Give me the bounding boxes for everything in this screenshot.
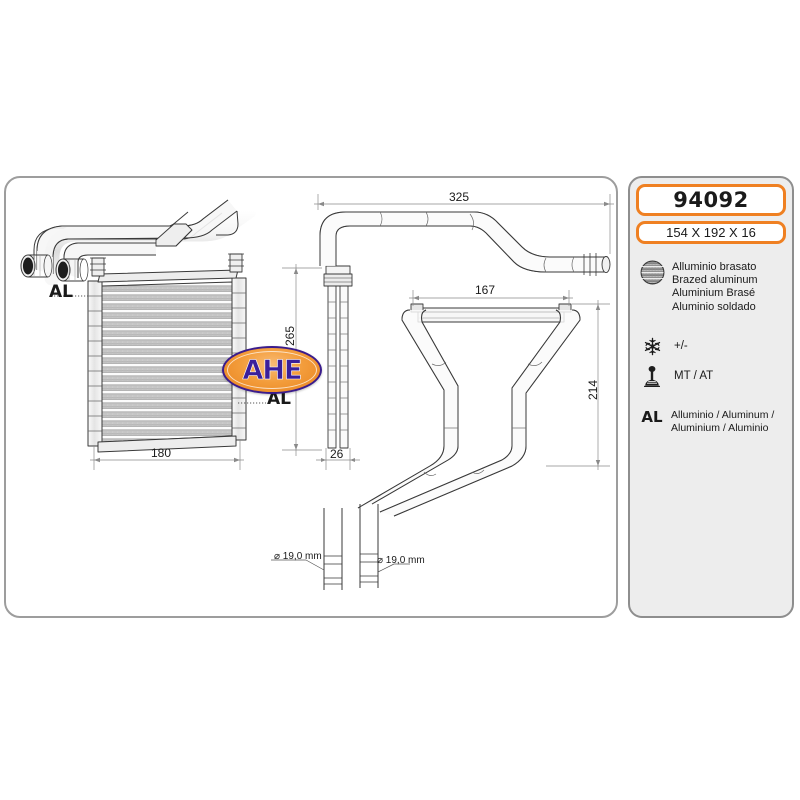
material-code-row: AL Alluminio / Aluminum / Aluminium / Al… [630, 409, 792, 435]
dimension-overall-width: 325 [449, 190, 470, 204]
material-code-line-2: Aluminium / Aluminio [671, 421, 769, 434]
air-conditioning-spec-row: +/- [630, 337, 792, 356]
technical-drawing [20, 194, 614, 590]
material-text-block: Alluminio brasato Brazed aluminum Alumin… [665, 260, 758, 314]
brazed-core-icon [639, 260, 665, 285]
part-number-value: 94092 [673, 188, 749, 212]
material-code-text-block: Alluminio / Aluminum / Aluminium / Alumi… [665, 409, 774, 435]
dimensions-value: 154 X 192 X 16 [666, 225, 756, 240]
ahe-logo: AHE [222, 346, 322, 394]
dimension-core-height: 265 [283, 325, 297, 346]
spec-panel: 94092 154 X 192 X 16 Alluminio brasato B… [628, 176, 794, 618]
transmission-value: MT / AT [674, 370, 714, 383]
drawing-panel: AL AL 180 325 265 214 167 26 ⌀ 19,0 mm ⌀… [4, 176, 618, 618]
dimension-tank-spacing: 167 [475, 283, 496, 297]
logo-inner-ring [227, 351, 317, 389]
snowflake-icon [639, 337, 665, 356]
material-code-line-1: Alluminio / Aluminum / [671, 408, 775, 421]
material-line-en: Brazed aluminum [672, 274, 758, 287]
part-number-box: 94092 [636, 184, 786, 216]
dimension-outlet-diameter: ⌀ 19,0 mm [377, 555, 425, 566]
material-line-it: Alluminio brasato [672, 261, 757, 273]
dimension-core-depth: 26 [330, 447, 344, 461]
al-label-bottom: AL [267, 389, 291, 409]
al-label-top: AL [49, 282, 73, 302]
al-badge: AL [641, 407, 663, 426]
gear-shift-icon [639, 365, 665, 387]
dimensions-box: 154 X 192 X 16 [636, 221, 786, 244]
transmission-spec-row: MT / AT [630, 365, 792, 387]
air-conditioning-value: +/- [674, 340, 688, 353]
material-line-es: Aluminio soldado [672, 300, 756, 313]
material-spec-row: Alluminio brasato Brazed aluminum Alumin… [630, 260, 792, 314]
logo-wordmark: AHE [242, 354, 303, 386]
dimension-core-width: 180 [151, 446, 172, 460]
material-line-fr: Aluminium Brasé [672, 287, 756, 300]
dimension-overall-height: 214 [586, 379, 600, 400]
dimension-inlet-diameter: ⌀ 19,0 mm [274, 551, 322, 562]
